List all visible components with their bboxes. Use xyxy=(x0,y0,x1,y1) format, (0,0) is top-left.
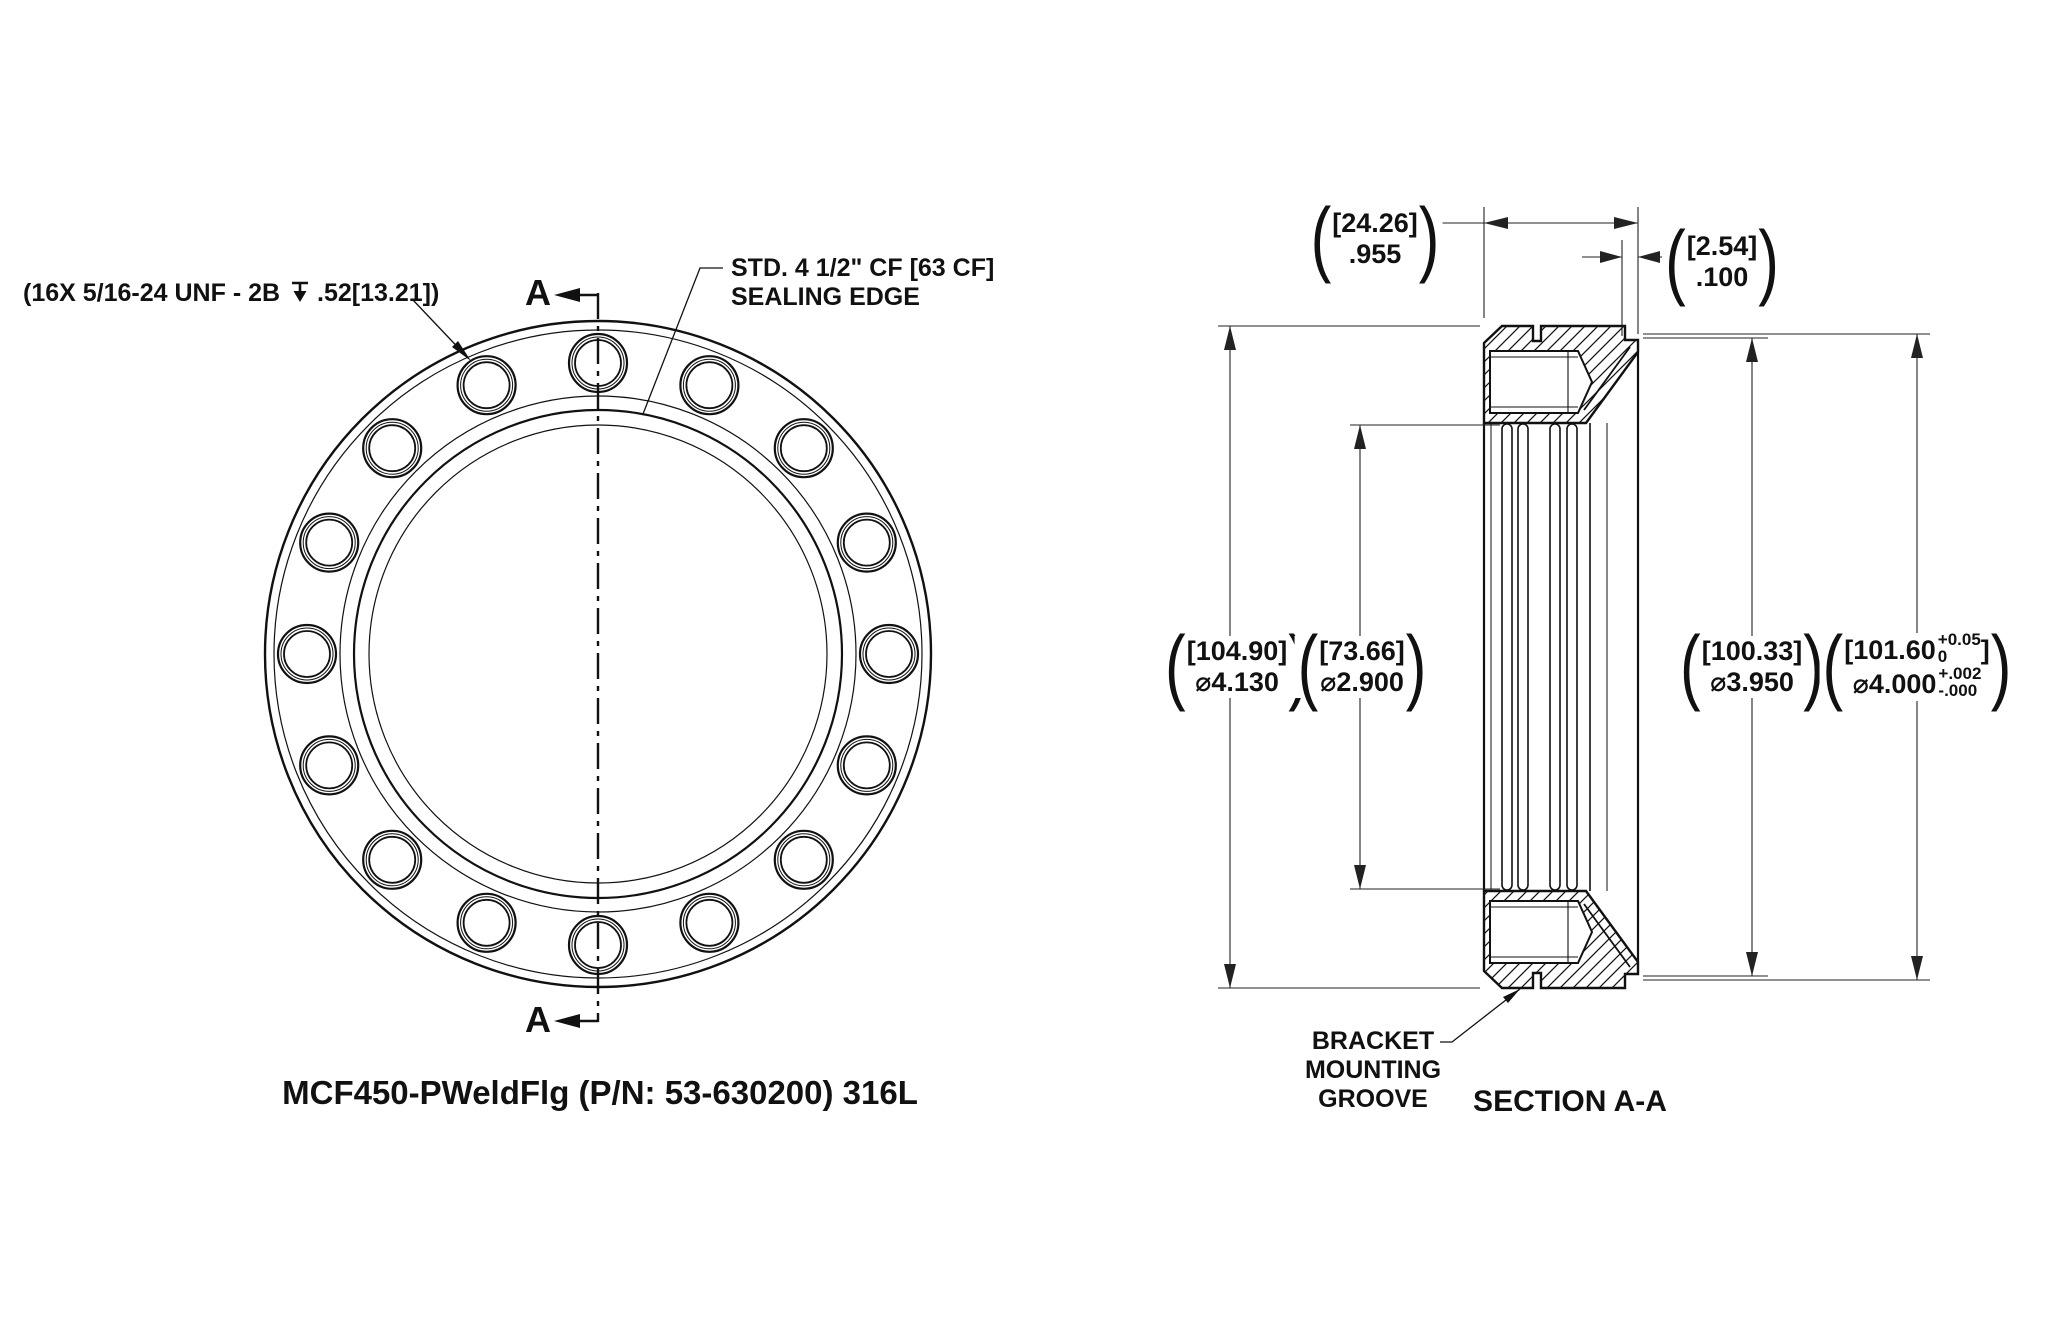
section-letter-top: A xyxy=(525,272,551,313)
bore-surface-lines xyxy=(1482,352,1640,962)
dim-lip: ( [2.54].100 ) xyxy=(1662,219,1782,303)
front-view-title: MCF450-PWeldFlg (P/N: 53-630200) 316L xyxy=(282,1074,918,1111)
tapped-hole-bottom xyxy=(1489,900,1594,964)
dimension-arrowheads xyxy=(1224,217,1923,988)
bracket-label-line2: MOUNTING xyxy=(1304,1056,1442,1084)
thread-callout: (16X 5/16-24 UNF - 2B .52[13.21]) xyxy=(23,279,439,311)
leader-lines xyxy=(412,267,723,415)
dim-thickness-in: .955 xyxy=(1348,239,1402,269)
dim-od: ( [104.90]⌀4.130 ) xyxy=(1162,624,1312,708)
tapped-hole-top xyxy=(1489,350,1594,414)
dim-lipod-in: ⌀3.950 xyxy=(1710,667,1794,697)
thread-callout-post: .52[13.21]) xyxy=(317,279,440,307)
depth-symbol-icon xyxy=(290,280,310,311)
dim-bore-mm: [101.60 xyxy=(1844,634,1936,665)
dim-od-mm: [104.90] xyxy=(1186,636,1288,666)
section-line-a-a xyxy=(554,288,600,1028)
sealing-callout-line1: STD. 4 1/2" CF [63 CF] xyxy=(731,254,995,282)
leader-arrow-icon xyxy=(452,341,471,361)
dim-od-in: ⌀4.130 xyxy=(1195,667,1279,697)
bracket-groove-leader xyxy=(1440,988,1521,1043)
sealing-callout-line2: SEALING EDGE xyxy=(731,283,920,311)
dim-lip-mm: [2.54] xyxy=(1686,231,1758,261)
section-arrow-bottom-icon xyxy=(554,1014,580,1028)
section-letter-bottom: A xyxy=(525,999,551,1040)
dim-seal-mm: [73.66] xyxy=(1319,636,1405,666)
front-view-drawing xyxy=(263,267,933,1028)
dim-seal: ( [73.66]⌀2.900 ) xyxy=(1294,624,1430,708)
dim-thickness-mm: [24.26] xyxy=(1332,208,1418,238)
section-view-title: SECTION A-A xyxy=(1473,1085,1667,1118)
section-arrow-top-icon xyxy=(554,288,580,302)
dim-seal-in: ⌀2.900 xyxy=(1320,667,1404,697)
dimension-lines xyxy=(1218,207,1930,989)
bracket-groove-label: BRACKET MOUNTING GROOVE xyxy=(1305,1027,1441,1114)
dim-bore-in: ⌀4.000 xyxy=(1852,668,1937,699)
dim-thickness: ( [24.26].955 ) xyxy=(1307,196,1443,280)
bracket-label-line3: GROOVE xyxy=(1318,1085,1428,1113)
bracket-label-line1: BRACKET xyxy=(1311,1027,1435,1055)
thread-callout-pre: (16X 5/16-24 UNF - 2B xyxy=(23,279,281,307)
section-view-drawing xyxy=(1440,324,1640,1043)
sealing-edge-callout: STD. 4 1/2" CF [63 CF] SEALING EDGE xyxy=(731,254,994,312)
leader-arrow-icon xyxy=(1503,989,1520,1003)
dim-lip-in: .100 xyxy=(1695,262,1749,292)
dim-lipod: ( [100.33]⌀3.950 ) xyxy=(1677,624,1827,708)
dim-lipod-mm: [100.33] xyxy=(1701,636,1803,666)
